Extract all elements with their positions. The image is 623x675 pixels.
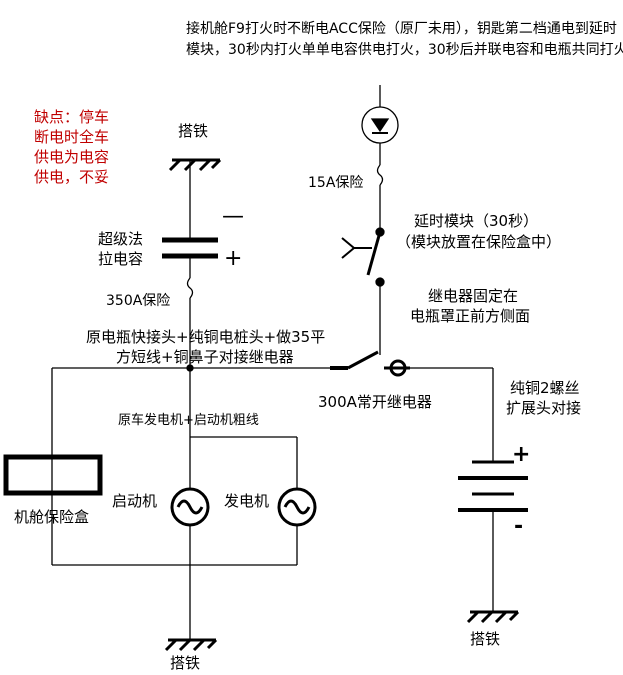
drawback-line-4: 供电，不妥 <box>34 168 110 186</box>
diode-symbol <box>361 106 399 144</box>
main-line-note-1: 原电瓶快接头+纯铜电桩头+做35平 <box>86 328 326 346</box>
relay-note-1: 继电器固定在 <box>428 287 519 305</box>
ground-symbol-bottom-left <box>164 638 218 652</box>
capacitor-label-1: 超级法 <box>98 230 144 248</box>
fuse-box-symbol <box>3 454 103 496</box>
battery-minus: - <box>514 514 524 539</box>
fuse-350-label: 350A保险 <box>106 293 171 309</box>
capacitor-label-2: 拉电容 <box>98 250 144 268</box>
drawback-line-3: 供电为电容 <box>34 148 110 166</box>
alternator-symbol <box>277 487 317 527</box>
capacitor-plus: + <box>224 246 243 271</box>
delay-module-label: 延时模块（30秒） <box>414 212 539 230</box>
fuse-15-label: 15A保险 <box>308 175 364 191</box>
ground-symbol-top <box>168 158 222 172</box>
ground-label-bottom-left: 搭铁 <box>170 654 201 672</box>
title-line-1: 接机舱F9打火时不断电ACC保险（原厂未用），钥匙第二档通电到延时 <box>186 21 617 37</box>
battery-plus: + <box>512 442 531 467</box>
delay-module-note: （模块放置在保险盒中） <box>396 233 562 251</box>
relay-symbol <box>330 350 410 377</box>
battery-symbol <box>458 460 528 512</box>
delay-module-switch <box>341 227 385 287</box>
relay-label: 300A常开继电器 <box>318 393 432 411</box>
junction-dot <box>186 364 194 372</box>
fuse-350-symbol <box>186 277 194 299</box>
title-line-2: 模块，30秒内打火单单电容供电打火，30秒后并联电容和电瓶共同打火 <box>186 42 623 58</box>
fuse-box-label: 机舱保险盒 <box>14 508 90 526</box>
drawback-line-1: 缺点：停车 <box>34 108 110 126</box>
thick-wire-label: 原车发电机+启动机粗线 <box>118 413 259 428</box>
alternator-label: 发电机 <box>224 492 270 510</box>
capacitor-symbol <box>162 237 218 259</box>
ground-label-top: 搭铁 <box>178 122 209 140</box>
drawback-line-2: 断电时全车 <box>34 128 110 146</box>
relay-note-2: 电瓶罩正前方侧面 <box>410 307 531 325</box>
copper-note-2: 扩展头对接 <box>506 399 582 417</box>
ground-symbol-bottom-right <box>466 610 520 624</box>
fuse-15-symbol <box>376 164 384 186</box>
capacitor-minus: — <box>222 204 244 229</box>
ground-label-bottom-right: 搭铁 <box>470 630 501 648</box>
starter-symbol <box>170 487 210 527</box>
starter-label: 启动机 <box>112 492 158 510</box>
main-line-note-2: 方短线+铜鼻子对接继电器 <box>116 348 294 366</box>
copper-note-1: 纯铜2螺丝 <box>510 379 580 397</box>
